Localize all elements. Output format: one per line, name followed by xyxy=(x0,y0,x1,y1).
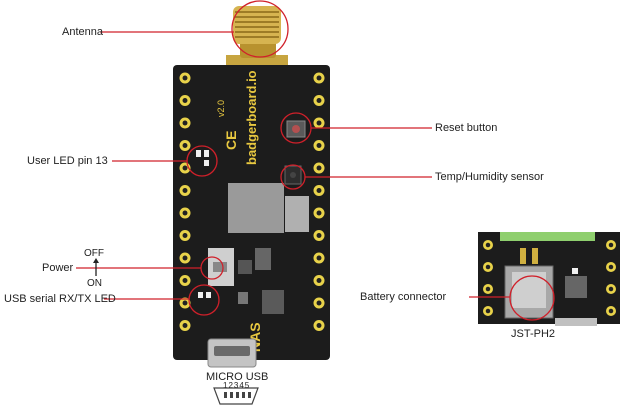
label-off: OFF xyxy=(84,248,104,259)
label-jst-ph2: JST-PH2 xyxy=(511,328,556,340)
label-battery-connector: Battery connector xyxy=(360,291,447,303)
usb-pinout-outline xyxy=(213,387,259,405)
mcu-chip xyxy=(228,183,284,233)
off-on-arrow xyxy=(93,258,99,276)
side-header-pads xyxy=(483,240,616,316)
label-power: Power xyxy=(42,262,74,274)
brand-silkscreen: badgerboard.io xyxy=(244,70,259,165)
crystal xyxy=(285,196,309,232)
label-user-led: User LED pin 13 xyxy=(27,155,108,167)
label-usb-serial-led: USB serial RX/TX LED xyxy=(4,293,116,305)
label-temp-humidity: Temp/Humidity sensor xyxy=(435,171,544,183)
label-micro-usb: MICRO USB xyxy=(206,371,269,383)
label-antenna: Antenna xyxy=(62,26,103,38)
label-usb-pins: 12345 xyxy=(223,381,251,390)
callout-lines xyxy=(76,0,555,321)
ce-mark: CE xyxy=(223,131,239,150)
version-silkscreen: v2.0 xyxy=(216,100,226,117)
label-reset-button: Reset button xyxy=(435,122,498,134)
header-pads xyxy=(179,72,325,331)
label-on: ON xyxy=(87,278,102,289)
